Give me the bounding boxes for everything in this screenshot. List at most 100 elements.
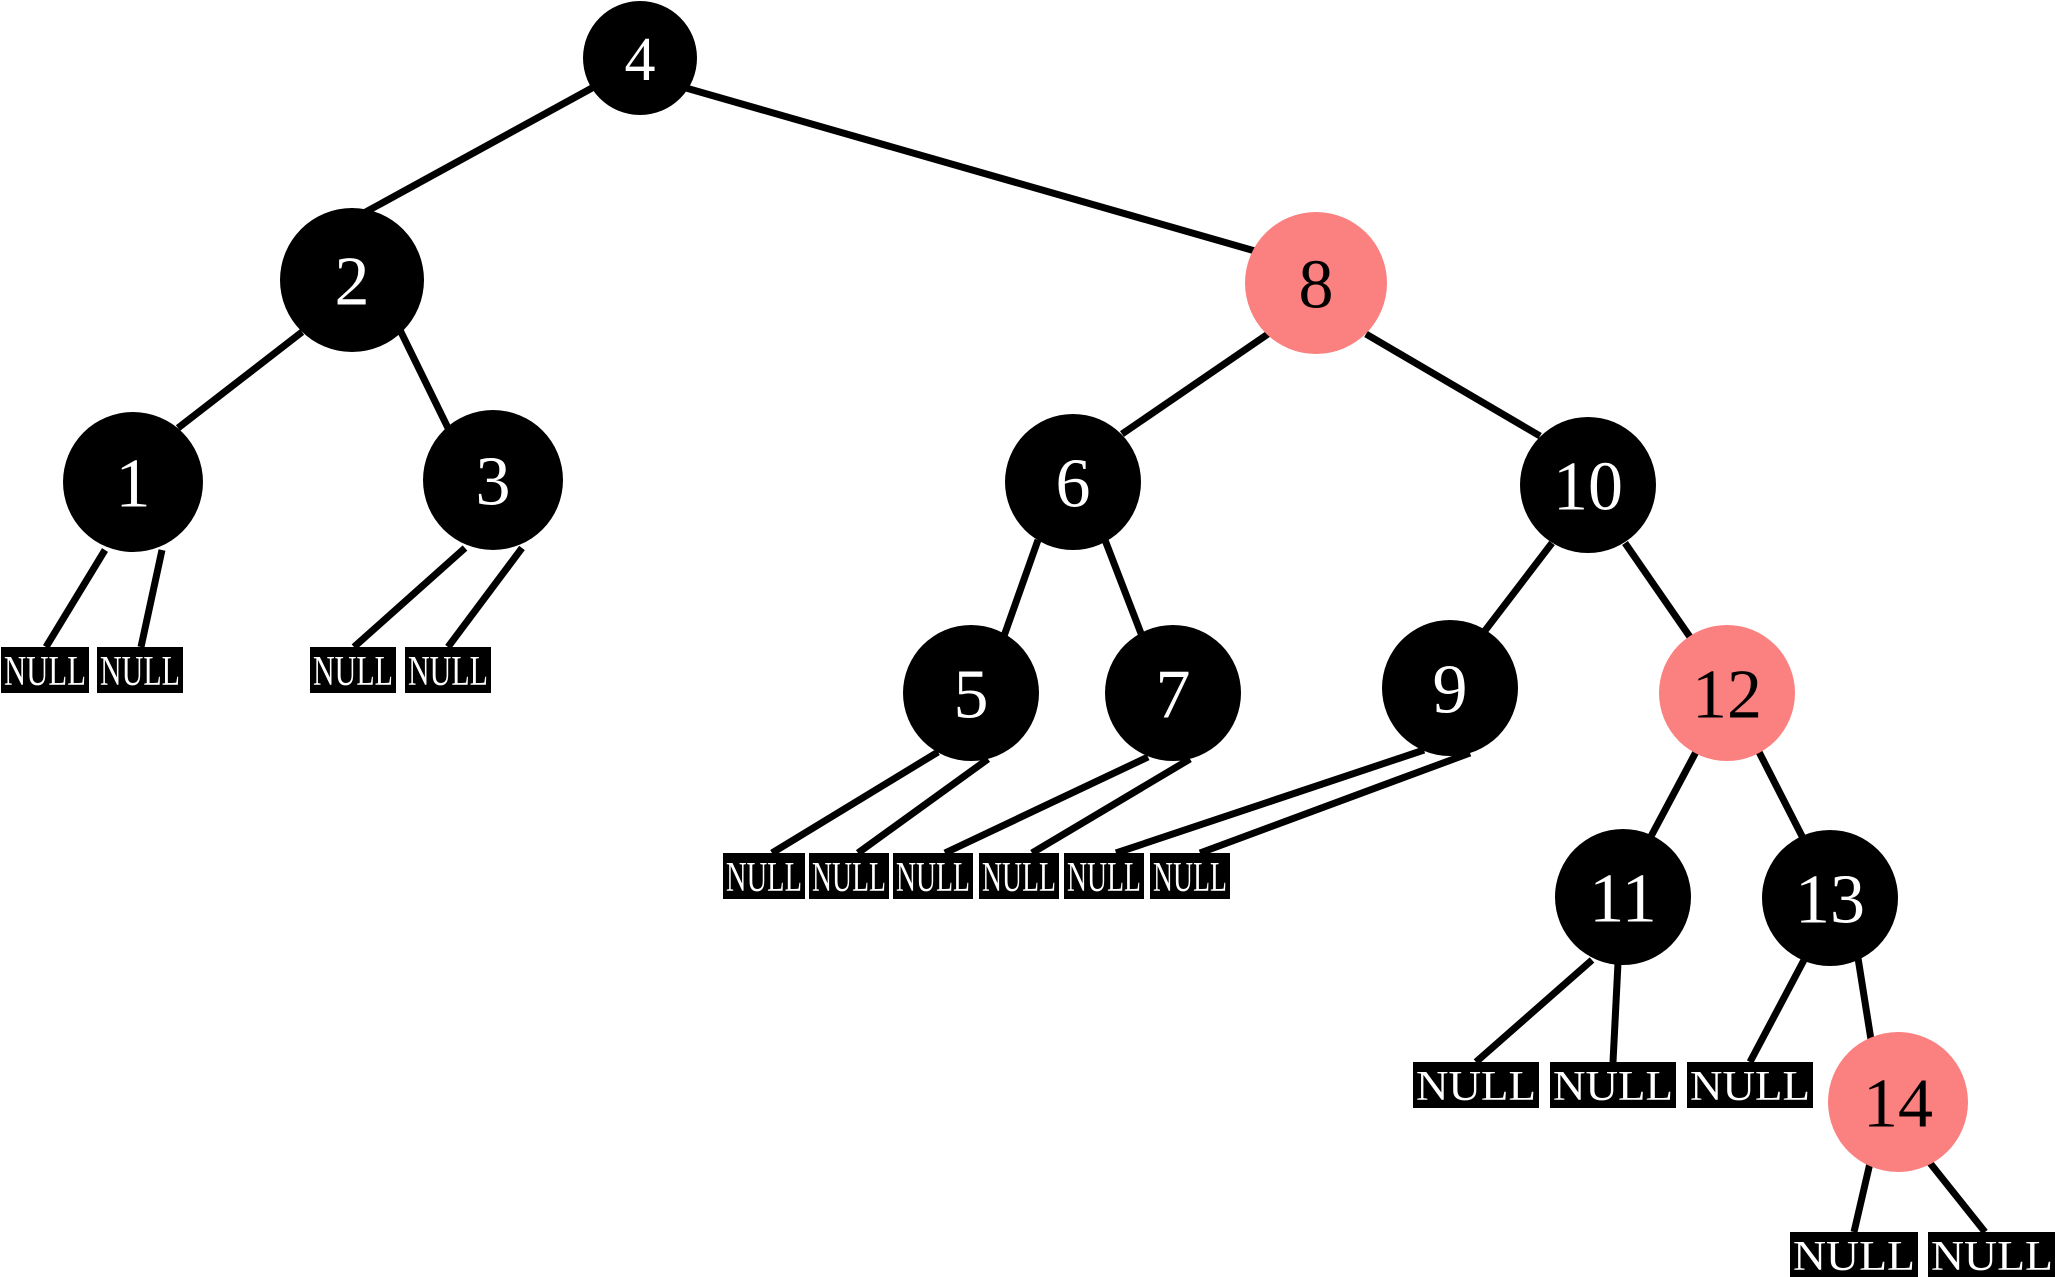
node-circle[interactable]	[903, 625, 1039, 761]
tree-node-7[interactable]: 7	[1105, 625, 1241, 761]
tree-node-12[interactable]: 12	[1659, 625, 1795, 761]
tree-node-4[interactable]: 4	[583, 1, 697, 115]
tree-edge	[1754, 748, 1810, 846]
tree-edge	[43, 548, 108, 649]
nil-box-label: NULL	[726, 855, 802, 901]
nil-leaf-node: NULL	[1064, 853, 1144, 901]
nil-box-label: NULL	[812, 855, 886, 901]
tree-edge	[175, 329, 305, 431]
nil-box	[405, 647, 491, 693]
nil-leaf-node: NULL	[1150, 853, 1230, 901]
node-circle[interactable]	[1520, 417, 1656, 553]
tree-node-6[interactable]: 6	[1005, 414, 1141, 550]
tree-node-11[interactable]: 11	[1555, 829, 1691, 965]
tree-edge	[685, 84, 1263, 257]
tree-edge	[1850, 1162, 1874, 1233]
node-circle[interactable]	[63, 412, 203, 552]
nil-box	[1687, 1062, 1813, 1108]
tree-node-10[interactable]: 10	[1520, 417, 1656, 553]
tree-edge	[855, 756, 991, 856]
tree-node-2[interactable]: 2	[280, 208, 424, 352]
node-label: 2	[335, 244, 370, 321]
node-label: 12	[1692, 657, 1762, 734]
node-circle[interactable]	[1245, 212, 1387, 354]
node-circle[interactable]	[1659, 625, 1795, 761]
tree-edge	[445, 545, 525, 650]
nil-box	[979, 853, 1059, 899]
nil-box-label: NULL	[313, 649, 393, 695]
nil-box	[1550, 1062, 1676, 1108]
nil-box	[723, 853, 805, 899]
nil-leaf-node: NULL	[1, 647, 89, 695]
tree-edge	[1746, 958, 1808, 1064]
node-circle[interactable]	[1105, 625, 1241, 761]
nil-box-label: NULL	[1931, 1234, 2053, 1277]
node-circle[interactable]	[1828, 1032, 1968, 1172]
node-circle[interactable]	[1762, 830, 1898, 966]
tree-edge	[1030, 755, 1192, 857]
node-label: 5	[954, 657, 989, 734]
nil-leaf-node: NULL	[405, 647, 491, 695]
nil-box-label: NULL	[4, 649, 86, 695]
tree-node-13[interactable]: 13	[1762, 830, 1898, 966]
tree-edge	[396, 328, 452, 430]
nil-box	[809, 853, 889, 899]
nil-leaf-node: NULL	[893, 853, 973, 901]
tree-edge	[1101, 538, 1146, 638]
nil-leaf-node: NULL	[723, 853, 805, 901]
node-label: 13	[1795, 862, 1865, 939]
nil-leaf-node: NULL	[1413, 1062, 1539, 1110]
nil-box	[1413, 1062, 1539, 1108]
tree-edge	[1622, 541, 1693, 639]
tree-node-5[interactable]: 5	[903, 625, 1039, 761]
nil-box	[310, 647, 396, 693]
nil-box-label: NULL	[1416, 1064, 1536, 1110]
nil-leaf-node: NULL	[310, 647, 396, 695]
node-circle[interactable]	[1382, 620, 1518, 756]
tree-node-1[interactable]: 1	[63, 412, 203, 552]
node-label: 4	[625, 26, 656, 94]
nil-box-label: NULL	[1553, 1064, 1673, 1110]
edges-layer	[43, 84, 1988, 1235]
node-circle[interactable]	[280, 208, 424, 352]
node-circle[interactable]	[1555, 829, 1691, 965]
tree-edge	[1473, 957, 1595, 1065]
nil-leaf-node: NULL	[1687, 1062, 1813, 1110]
nil-leaf-node: NULL	[97, 647, 183, 695]
nil-box-label: NULL	[100, 649, 180, 695]
node-label: 7	[1156, 657, 1191, 734]
nil-box	[1790, 1232, 1918, 1277]
node-circle[interactable]	[583, 1, 697, 115]
nil-box-label: NULL	[896, 855, 970, 901]
tree-edge	[1854, 957, 1876, 1047]
nil-box-label: NULL	[408, 649, 488, 695]
nil-box	[1064, 853, 1144, 899]
tree-edge	[1114, 746, 1426, 857]
tree-node-8[interactable]: 8	[1245, 212, 1387, 354]
nil-box-label: NULL	[982, 855, 1056, 901]
node-label: 8	[1299, 247, 1334, 324]
node-label: 11	[1589, 861, 1656, 938]
tree-edge	[137, 549, 166, 648]
tree-node-9[interactable]: 9	[1382, 620, 1518, 756]
tree-edge	[1481, 540, 1555, 635]
tree-edge	[1198, 749, 1472, 857]
nil-box	[1928, 1232, 2055, 1277]
nil-box	[1150, 853, 1230, 899]
tree-node-14[interactable]: 14	[1828, 1032, 1968, 1172]
tree-edge	[1000, 538, 1042, 638]
node-circle[interactable]	[1005, 414, 1141, 550]
nil-leaf-node: NULL	[1790, 1232, 1918, 1277]
tree-edge	[943, 753, 1150, 857]
node-circle[interactable]	[423, 410, 563, 550]
node-label: 6	[1056, 446, 1091, 523]
tree-edge	[1120, 331, 1270, 437]
node-label: 3	[476, 444, 511, 521]
tree-node-3[interactable]: 3	[423, 410, 563, 550]
tree-edge	[1644, 748, 1701, 844]
tree-edge	[1609, 962, 1622, 1063]
